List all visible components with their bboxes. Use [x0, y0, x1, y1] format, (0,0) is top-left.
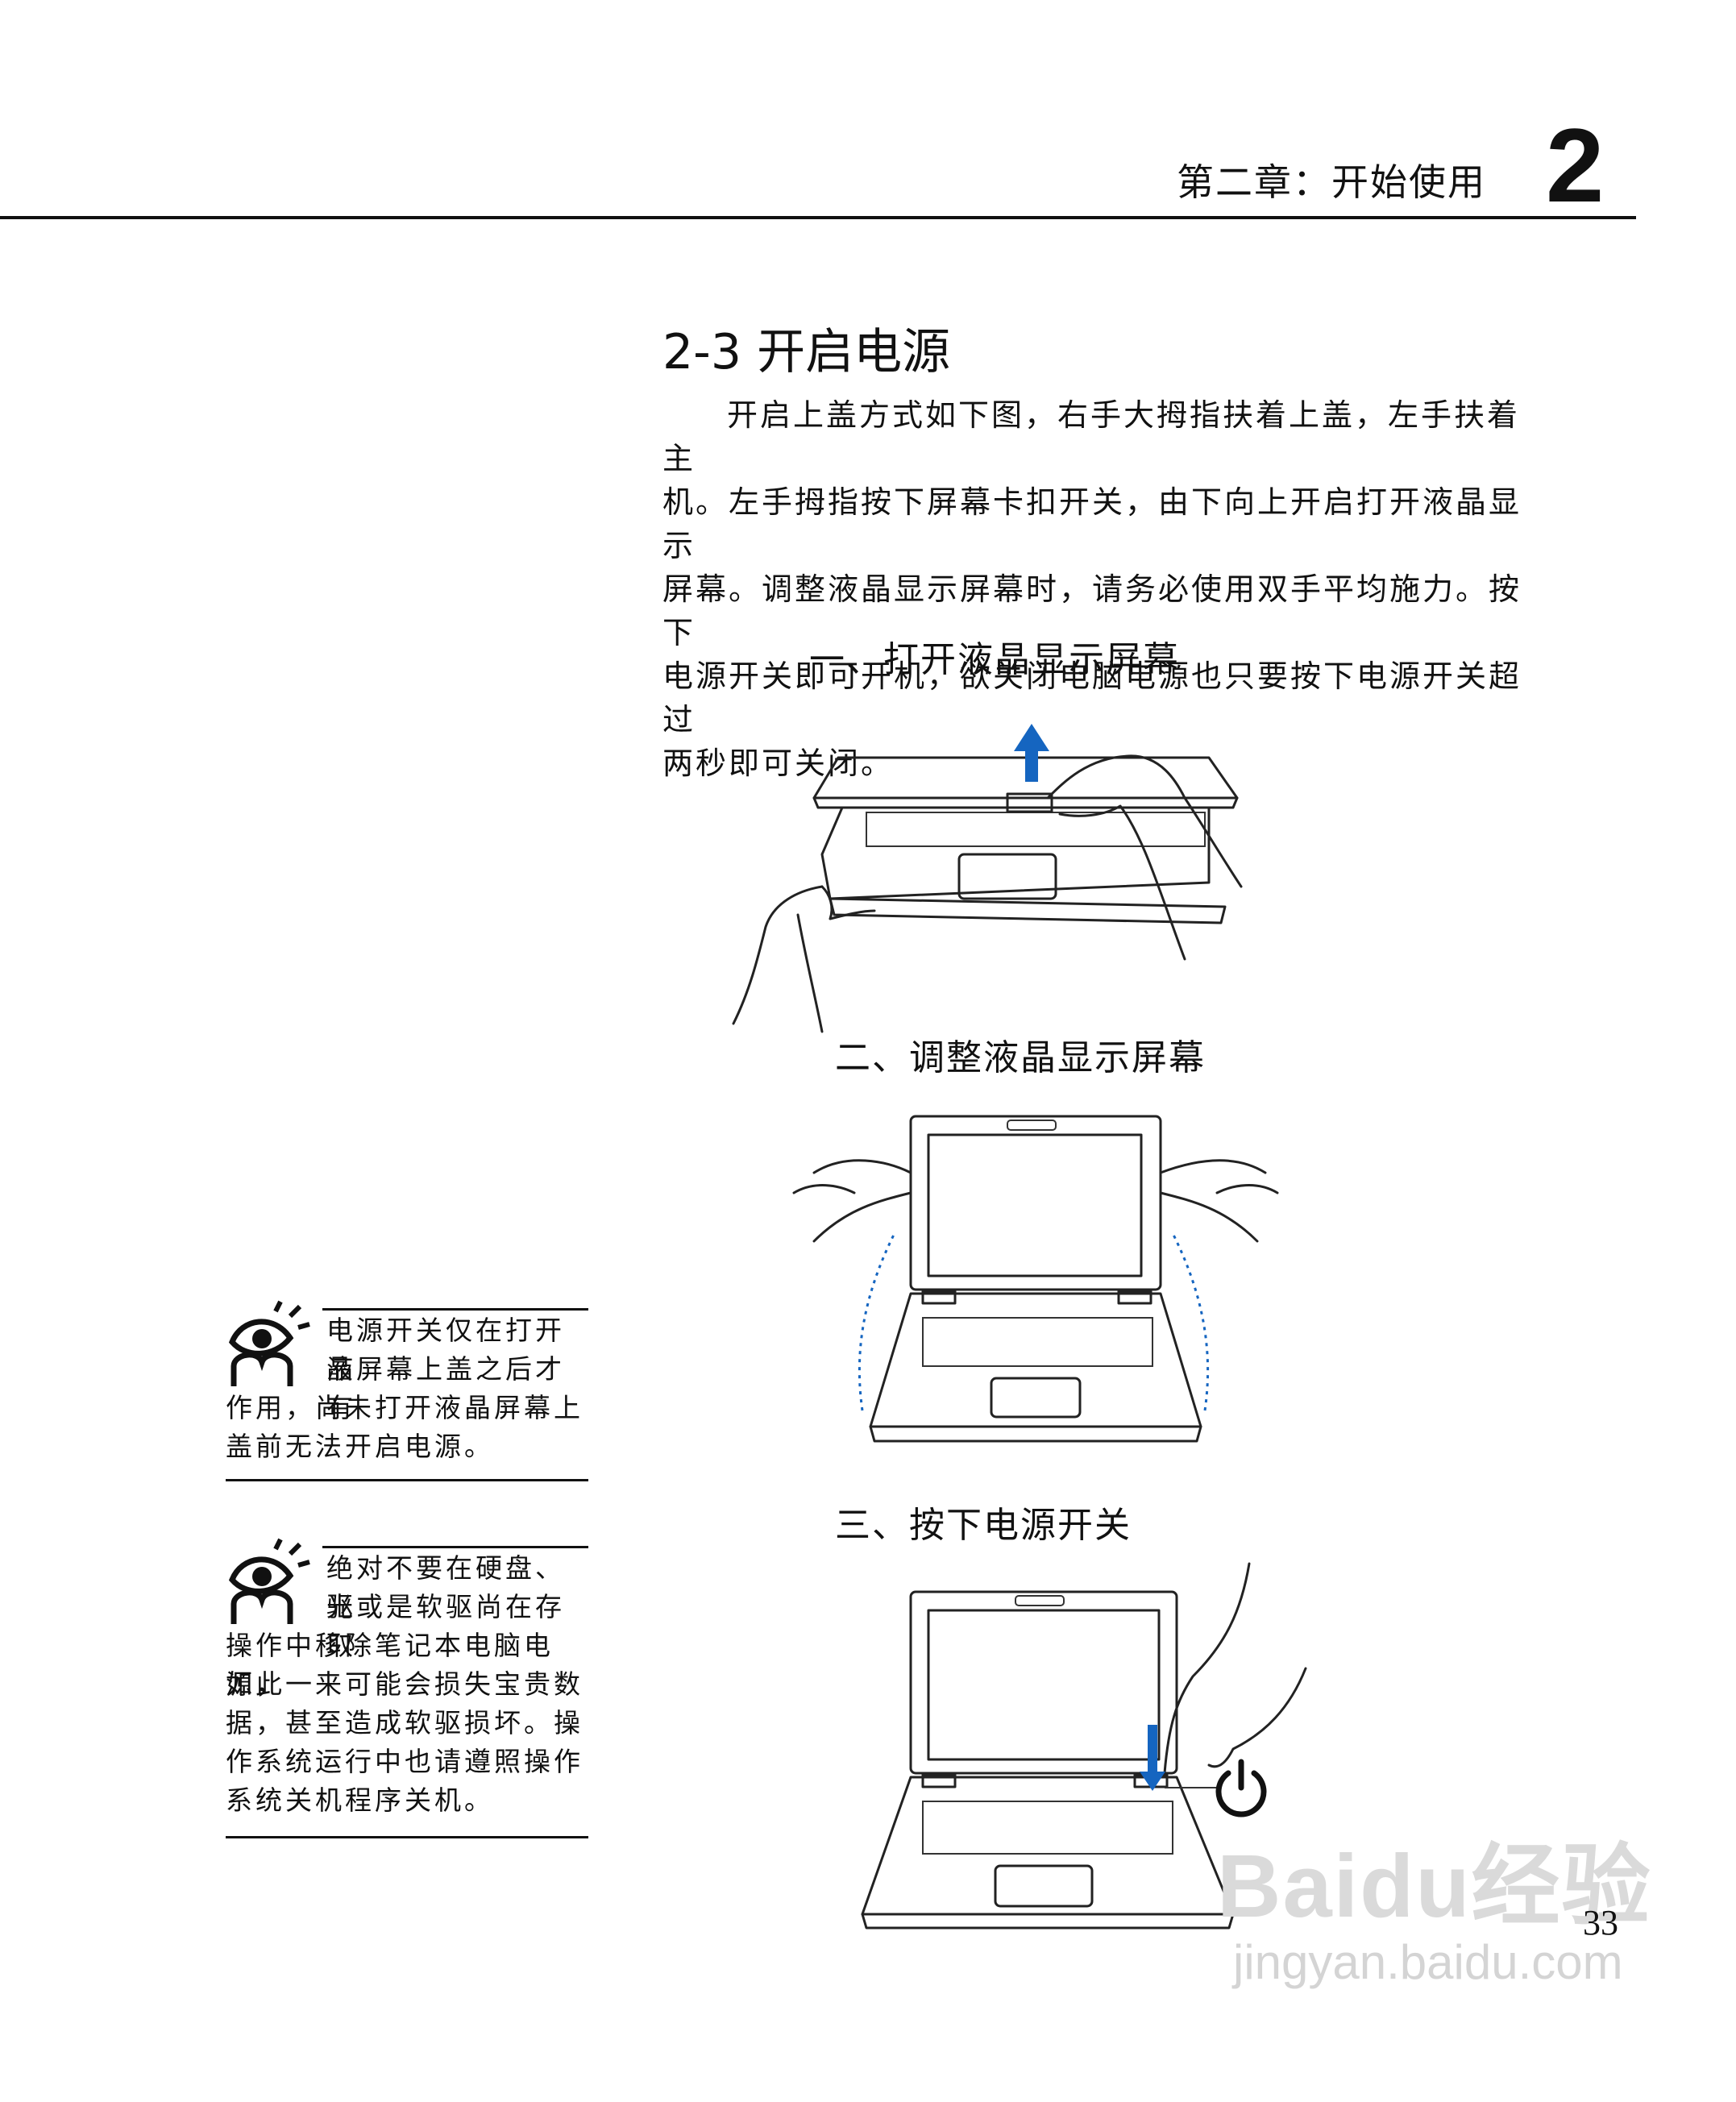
body-paragraph: 开启上盖方式如下图，右手大拇指扶着上盖，左手扶着主 机。左手拇指按下屏幕卡扣开关… [662, 393, 1549, 785]
chapter-title: 第二章：开始使用 [1177, 160, 1486, 204]
power-icon [1215, 1759, 1267, 1817]
note-line: 据，甚至造成软驱损坏。操 [226, 1707, 584, 1739]
note-line: 作用，尚未打开液晶屏幕上 [226, 1392, 584, 1423]
header-divider [0, 216, 1636, 219]
page-number: 33 [1583, 1903, 1618, 1942]
note-line: 操作中移除笔记本电脑电源， [226, 1630, 554, 1700]
paragraph-line: 两秒即可关闭。 [662, 746, 895, 781]
figure-caption-adjust-screen: 二、调整液晶显示屏幕 [835, 1037, 1206, 1078]
note-line: 晶屏幕上盖之后才有 [326, 1353, 565, 1423]
paragraph-line: 机。左手拇指按下屏幕卡扣开关，由下向上开启打开液晶显示 [662, 484, 1522, 563]
watermark-url: jingyan.baidu.com [1233, 1935, 1623, 1989]
figure-caption-press-power: 三、按下电源开关 [835, 1505, 1132, 1546]
note-bottom-rule [226, 1836, 588, 1838]
paragraph-line: 电源开关即可开机，欲关闭电脑电源也只要按下电源开关超过 [662, 658, 1522, 737]
note-top-rule [322, 1546, 588, 1548]
watermark-brand: Baidu经验 [1217, 1837, 1652, 1936]
paragraph-line: 开启上盖方式如下图，右手大拇指扶着上盖，左手扶着主 [662, 397, 1521, 476]
eye-icon [228, 1300, 310, 1386]
eye-icon [228, 1538, 310, 1624]
note-power-switch: 电源开关仅在打开液 晶屏幕上盖之后才有 作用，尚未打开液晶屏幕上 盖前无法开启电… [226, 1300, 588, 1483]
note-line: 系统关机程序关机。 [226, 1784, 494, 1816]
chapter-number: 2 [1546, 106, 1605, 224]
note-line: 如此一来可能会损失宝贵数 [226, 1668, 584, 1700]
paragraph-line: 屏幕。调整液晶显示屏幕时，请务必使用双手平均施力。按下 [662, 571, 1522, 650]
note-top-rule [322, 1308, 588, 1311]
adjust-screen-illustration [792, 1115, 1279, 1443]
figure-caption-open-lid: 一、打开液晶显示屏幕 [809, 639, 1180, 680]
note-line: 电源开关仅在打开液 [326, 1315, 565, 1385]
note-line: 作系统运行中也请遵照操作 [226, 1746, 584, 1777]
press-power-illustration [861, 1562, 1307, 1930]
note-line: 绝对不要在硬盘、光 [326, 1552, 565, 1622]
note-line: 盖前无法开启电源。 [226, 1431, 494, 1462]
section-title: 2-3 开启电源 [662, 324, 951, 380]
note-bottom-rule [226, 1479, 588, 1481]
note-drive-warning: 绝对不要在硬盘、光 驱或是软驱尚在存取 操作中移除笔记本电脑电源， 如此一来可能… [226, 1538, 588, 1846]
open-lid-illustration [732, 724, 1243, 1033]
note-line: 驱或是软驱尚在存取 [326, 1591, 565, 1661]
